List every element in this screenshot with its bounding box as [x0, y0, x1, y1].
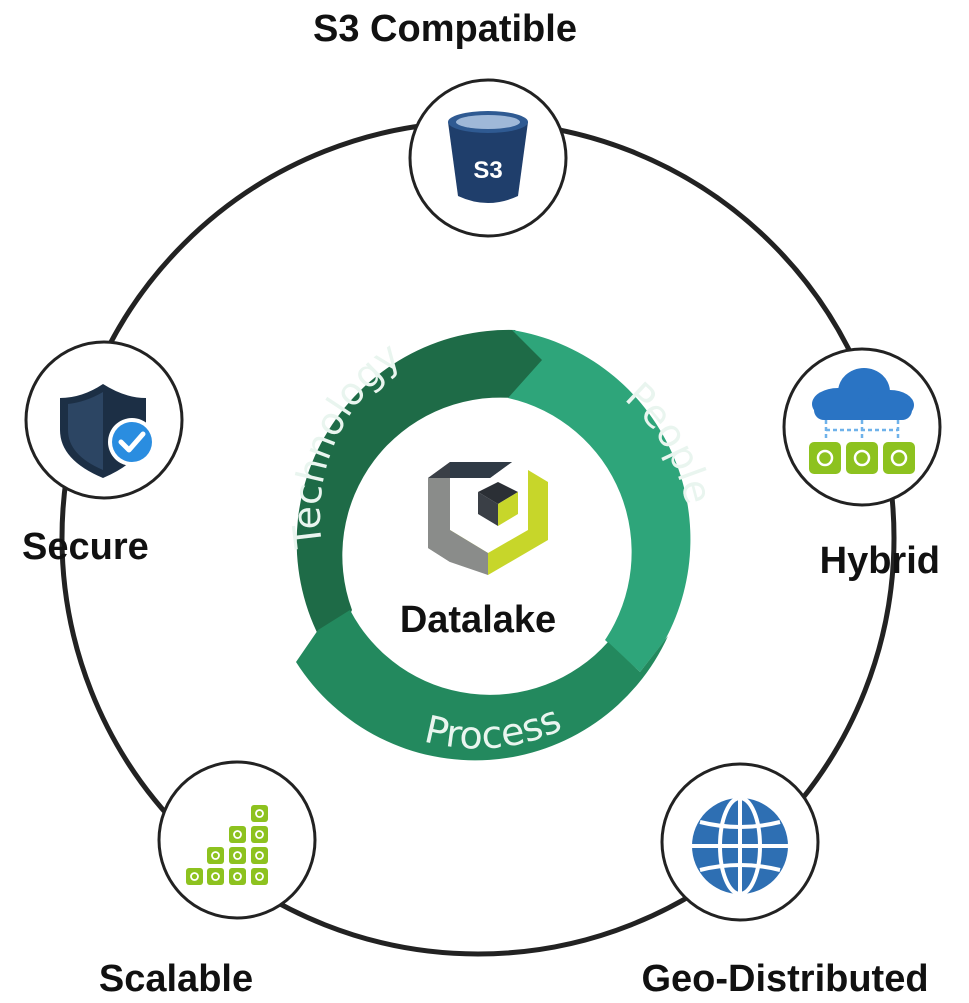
shield-check-icon	[60, 384, 156, 478]
cycle-segment-people	[508, 330, 691, 672]
node-label-hybrid: Hybrid	[819, 540, 940, 582]
node-hybrid	[782, 347, 942, 507]
node-secure	[24, 340, 184, 500]
node-label-secure: Secure	[22, 526, 149, 568]
node-label-geo: Geo-Distributed	[641, 958, 929, 1000]
cycle-segment-technology	[296, 329, 545, 656]
node-scalable	[157, 760, 317, 920]
node-label-s3: S3 Compatible	[313, 8, 577, 50]
cycle-ring: Technology People Process	[285, 329, 721, 761]
node-geo	[660, 762, 820, 922]
globe-icon	[692, 796, 788, 896]
datalake-cube-icon	[428, 462, 548, 575]
datalake-hub: Datalake	[400, 433, 556, 641]
s3-bucket-text: S3	[473, 157, 502, 184]
node-s3: S3	[408, 78, 568, 238]
node-label-scalable: Scalable	[98, 958, 254, 1000]
cycle-segment-process	[296, 610, 668, 761]
hybrid-cloud-icon	[809, 368, 915, 474]
datalake-label: Datalake	[400, 599, 556, 641]
s3-bucket-icon: S3	[448, 111, 528, 203]
scalable-blocks-icon	[186, 805, 268, 885]
